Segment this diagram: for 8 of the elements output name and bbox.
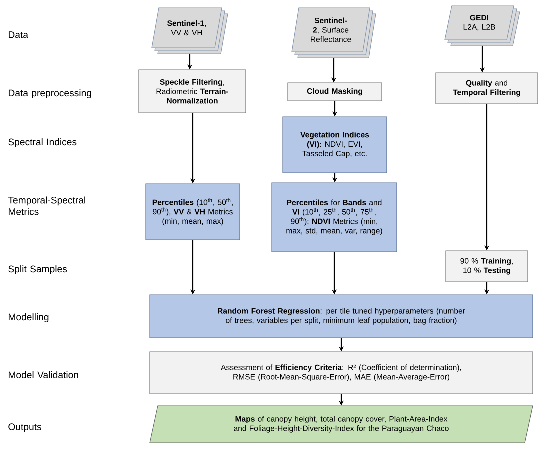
stage-label: Model Validation <box>9 371 78 379</box>
stage-label: Outputs <box>8 424 42 432</box>
stage-label: Data <box>9 32 28 38</box>
stage-label: Data preprocessing <box>9 90 92 98</box>
stage-label: Spectral Indices <box>8 138 77 148</box>
stage-label: Modelling <box>9 314 49 322</box>
stage-label: Temporal-Spectral Metrics <box>8 196 86 216</box>
stage-label: Split Samples <box>8 266 68 274</box>
